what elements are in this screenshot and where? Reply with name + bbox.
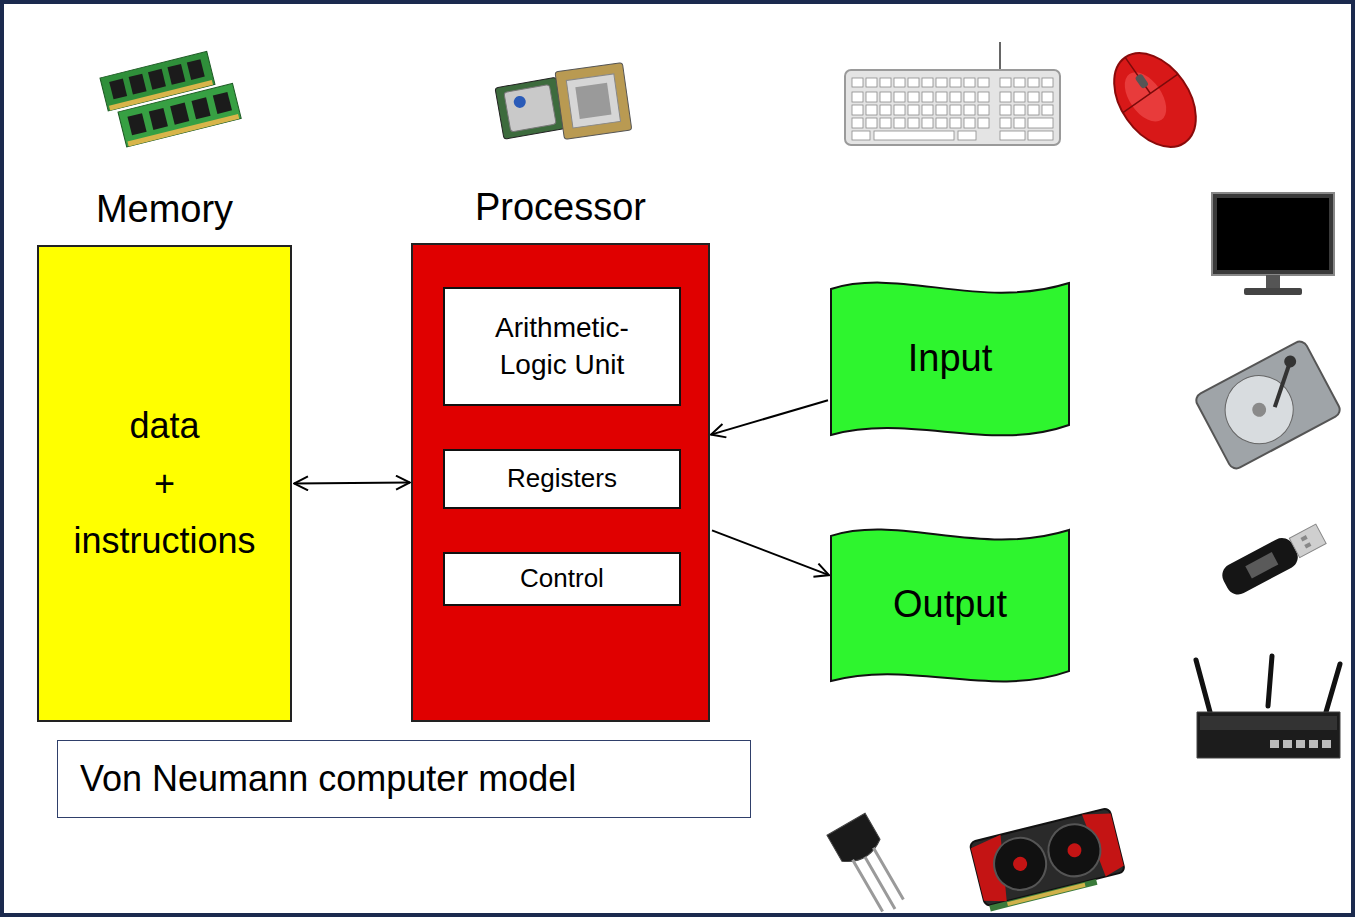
hard-disk-icon [1194,339,1343,471]
box-label: Output [893,580,1007,629]
graphics-card-icon [969,808,1126,913]
transistor-icon [827,813,914,917]
monitor-icon [1212,193,1334,295]
box-heading: Processor [393,186,728,229]
box-label: data + instructions [49,397,280,570]
box-label: Arithmetic- Logic Unit [467,310,657,383]
box-label: Registers [507,462,617,496]
input-banner: Input [830,275,1070,442]
box-heading: Memory [19,188,310,231]
usb-stick-icon [1218,520,1328,599]
data-arrow [294,483,410,484]
control-box: Control [443,552,681,606]
banner-fill [831,283,1069,436]
mouse-icon [1097,38,1212,162]
box-label: Input [908,334,993,383]
caption-text: Von Neumann computer model [80,758,576,800]
keyboard-icon [845,42,1060,145]
banner-fill [831,530,1069,682]
processor-box: ProcessorArithmetic- Logic UnitRegisters… [411,243,710,722]
router-icon [1196,656,1340,758]
alu-box: Arithmetic- Logic Unit [443,287,681,406]
caption-box: Von Neumann computer model [57,740,751,818]
data-arrow [711,400,828,434]
output-banner: Output [830,522,1070,688]
cpu-icon [495,63,632,140]
registers-box: Registers [443,449,681,509]
box-label: Control [520,562,604,596]
ram-icon [100,51,241,147]
data-arrow [712,530,829,575]
memory-box: Memorydata + instructions [37,245,292,722]
